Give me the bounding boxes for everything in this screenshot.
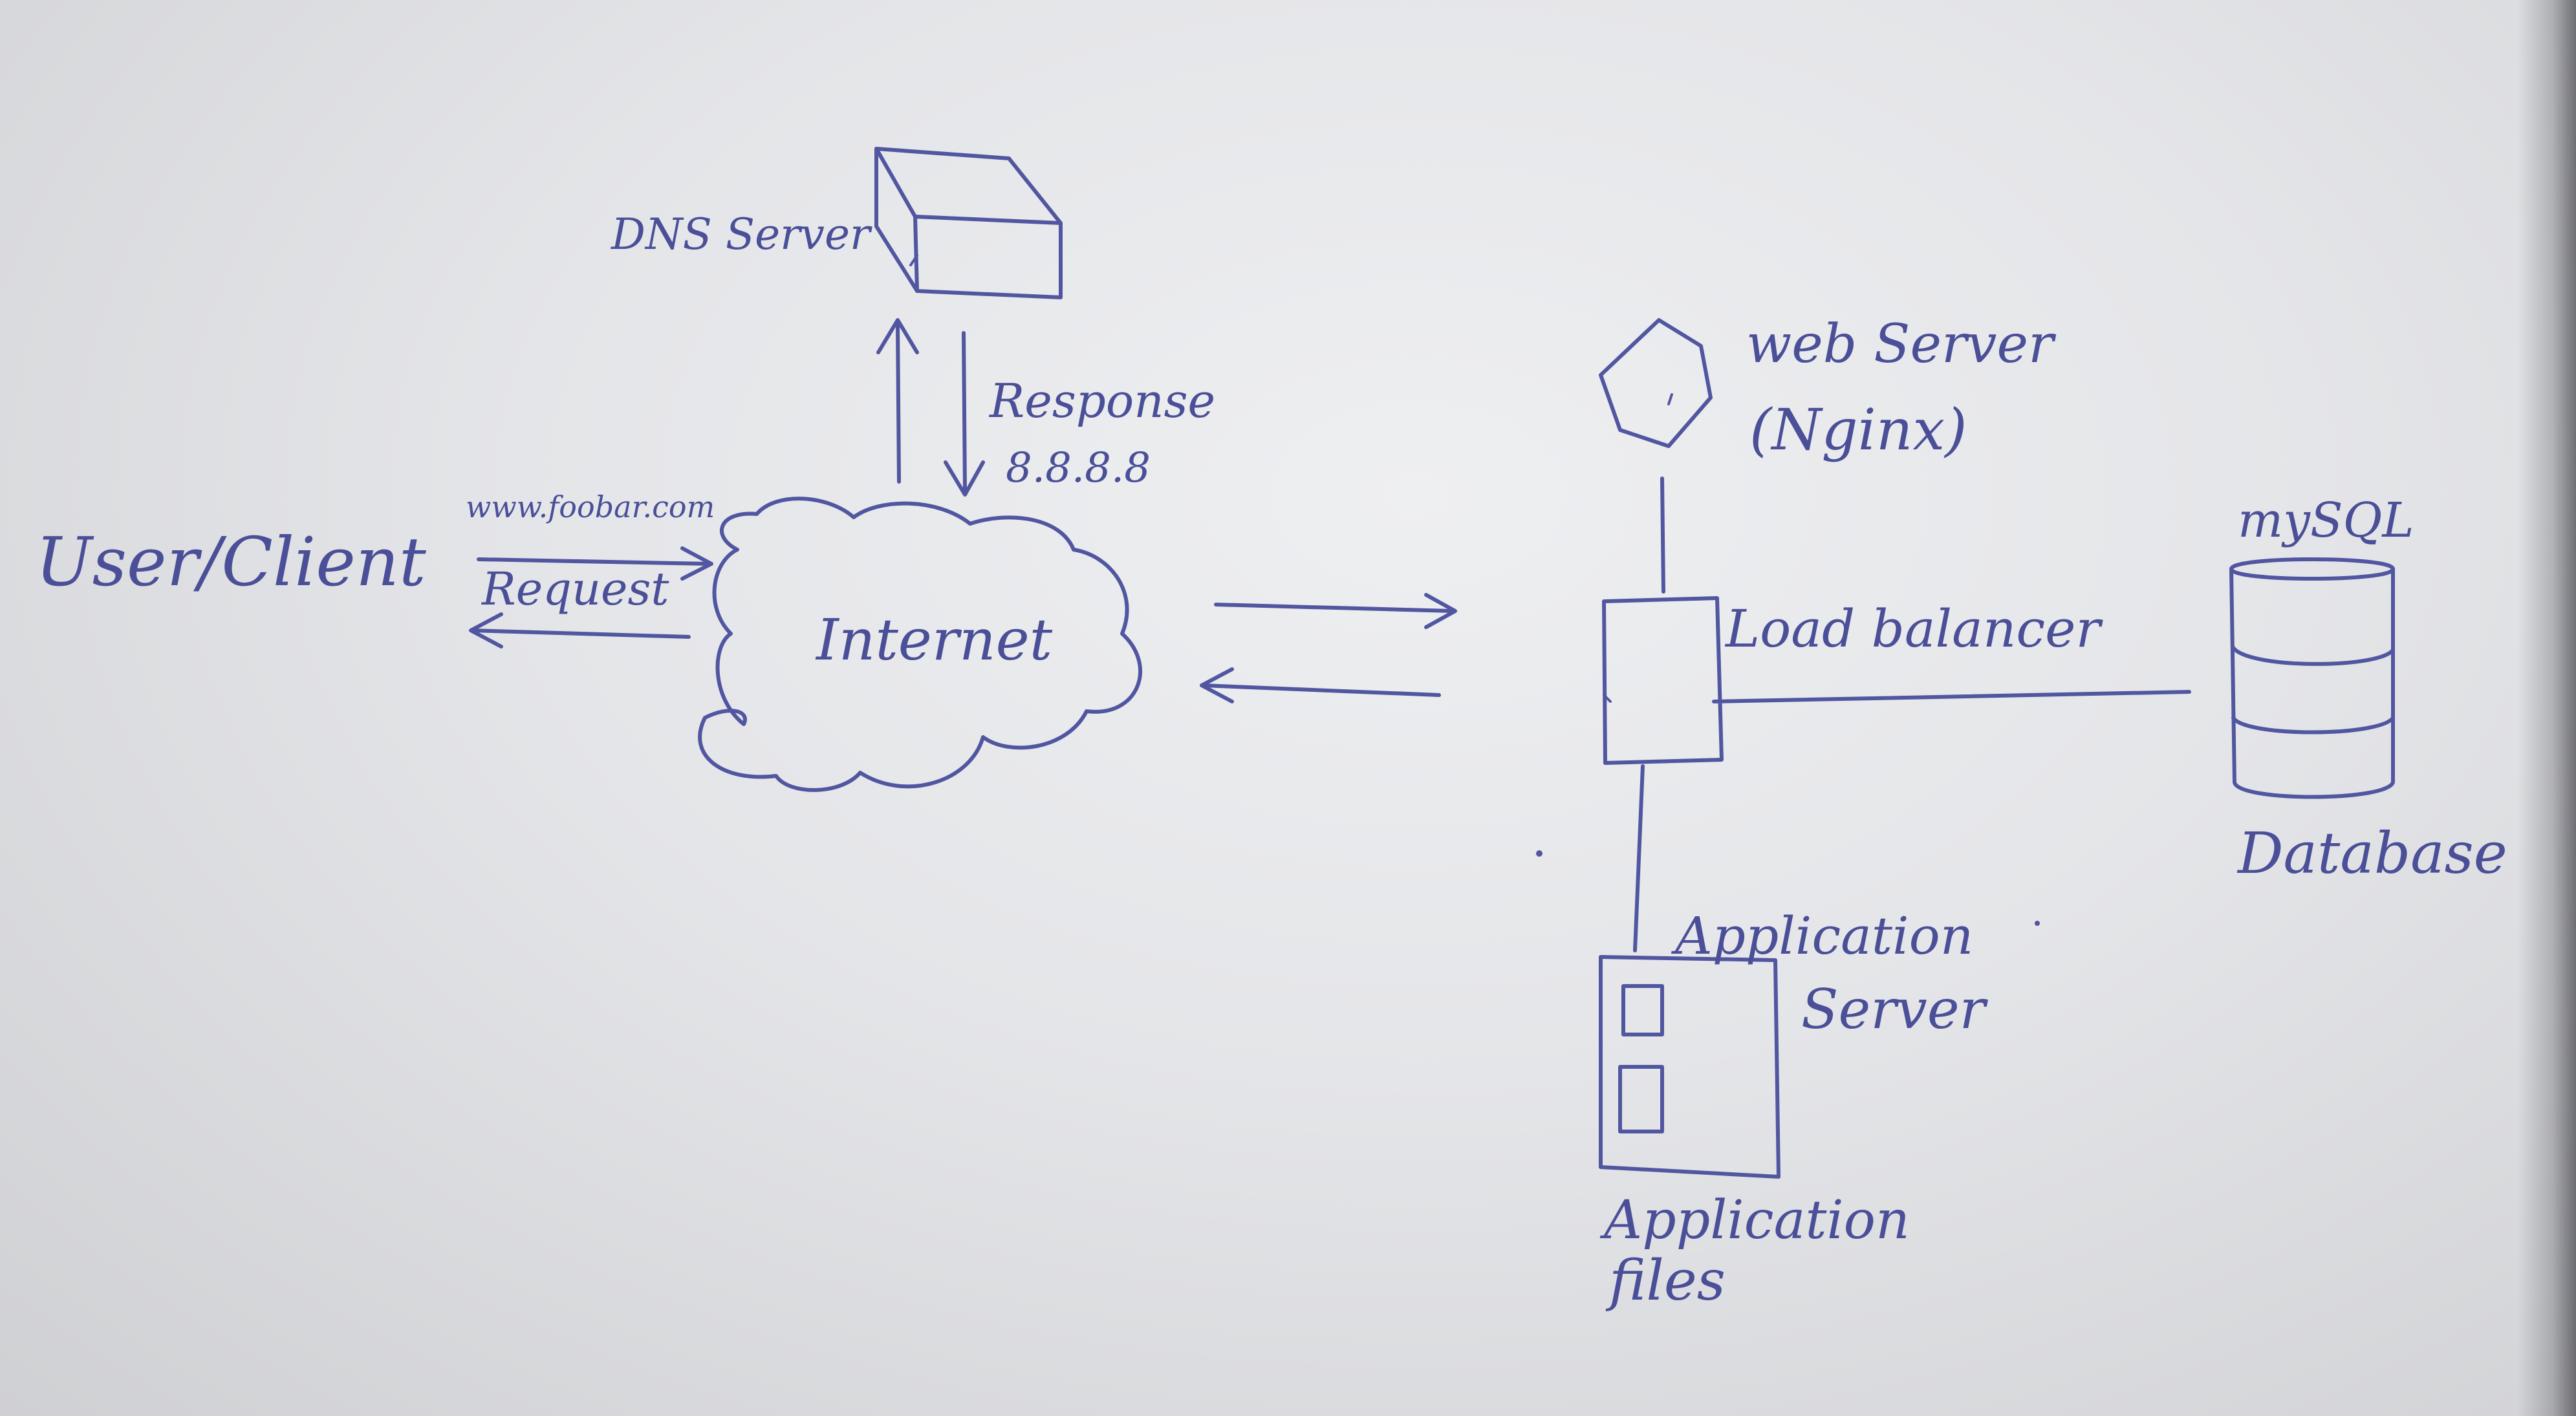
reply-arrow: [469, 612, 691, 649]
lb-appserver-connector: [1633, 764, 1645, 952]
user-client-label: User/Client: [36, 522, 426, 601]
app-file-icon-1: [1621, 984, 1664, 1036]
dns-response-arrow: [944, 331, 985, 497]
internet-label: Internet: [815, 606, 1053, 673]
application-server-box: [1599, 955, 1780, 1179]
dns-server-label: DNS Server: [611, 209, 872, 259]
load-balancer-label: Load balancer: [1724, 599, 2103, 659]
lb-mysql-connector: [1712, 690, 2191, 703]
url-label: www.foobar.com: [466, 489, 715, 524]
request-label: Request: [481, 563, 669, 616]
app-files-label-line1: Application: [1599, 1190, 1910, 1251]
ip-address-label: 8.8.8.8: [1006, 444, 1151, 492]
internet-to-lb-arrow: [1214, 593, 1457, 629]
app-file-icon-2: [1618, 1065, 1664, 1133]
app-server-label-line2: Server: [1801, 978, 1989, 1041]
dns-server-box: [874, 147, 1063, 299]
lb-to-internet-arrow: [1200, 667, 1441, 703]
app-server-label-line1: Application: [1671, 906, 1973, 966]
internet-cloud: [698, 497, 1142, 792]
database-label: Database: [2236, 820, 2507, 886]
web-server-label-line2: (Nginx): [1749, 396, 1967, 463]
web-server-label-line1: web Server: [1746, 314, 2057, 375]
webserver-lb-connector: [1660, 477, 1665, 594]
pen-dot-1: [1536, 850, 1542, 857]
web-server-hexagon: [1599, 318, 1713, 448]
paper-edge-shadow: [2518, 0, 2576, 1416]
request-arrow: [477, 546, 713, 581]
app-files-label-line2: files: [1605, 1249, 1726, 1313]
load-balancer-box: [1602, 596, 1724, 765]
pen-dot-2: [2035, 921, 2040, 926]
response-label: Response: [988, 374, 1215, 428]
mysql-label: mySQL: [2238, 493, 2414, 548]
dns-query-arrow: [876, 318, 919, 484]
mysql-database-cylinder: [2229, 557, 2395, 799]
